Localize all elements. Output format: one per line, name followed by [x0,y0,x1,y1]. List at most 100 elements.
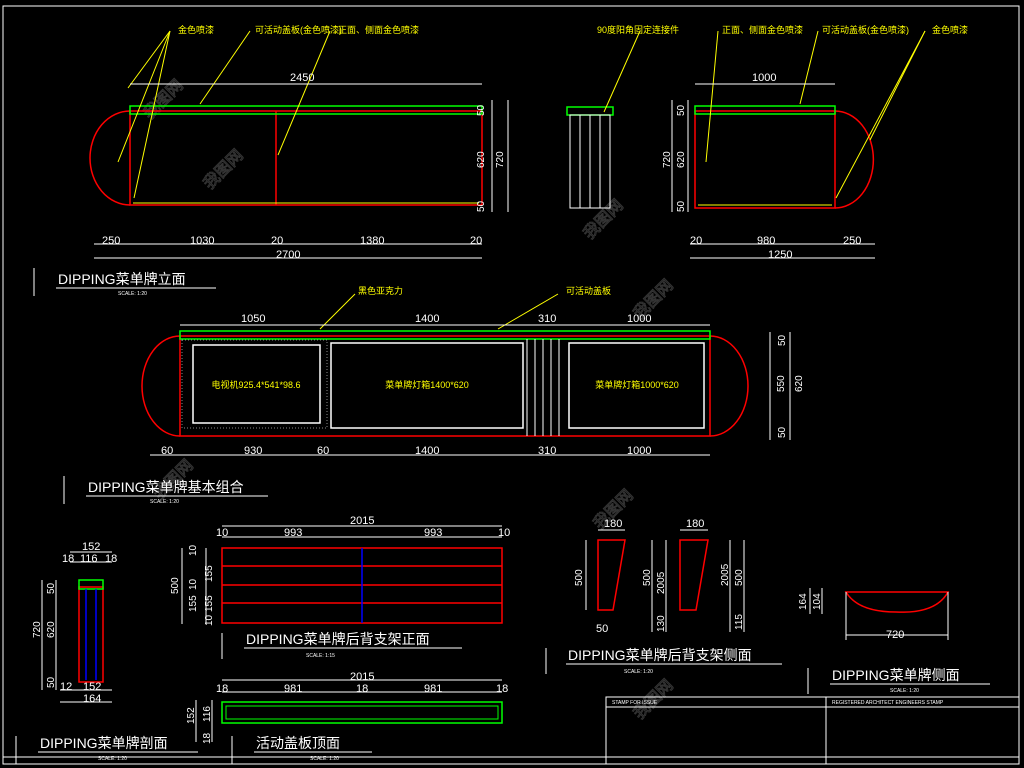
cover-plan-dim-top-3: 18 [356,683,368,695]
back-frame-title: DIPPING菜单牌后背支架正面 [246,631,430,647]
elevation-dim-bottom-2: 1030 [190,235,214,247]
side-dim-left-4: 50 [676,200,687,212]
elevation-dim-bottom-4: 1380 [360,235,384,247]
combination-title: DIPPING菜单牌基本组合 [88,479,244,495]
combination-dim-bottom-4: 1400 [415,445,439,457]
cover-plan-scale: SCALE: 1:20 [310,756,339,762]
elevation-cover-panel [129,105,483,115]
lightbox-1400-label: 菜单牌灯箱1400*620 [385,379,469,390]
elevation-dim-right-2: 620 [476,151,487,168]
board-side-dim-3: 720 [886,629,904,641]
combination-dim-bottom-3: 60 [317,445,329,457]
tv-label: 电视机925.4*541*98.6 [211,379,300,390]
elevation-dim-total: 2700 [276,249,300,261]
connector-note: 90度阳角固定连接件 [597,24,679,35]
elevation-title: DIPPING菜单牌立面 [58,271,186,287]
elevation-note-3: 正面、侧面金色喷漆 [338,24,419,35]
combination-note-2: 可活动盖板 [566,285,611,296]
elevation-dim-right-1: 50 [476,104,487,116]
back-frame-dim-top-2: 993 [284,527,302,539]
cover-plan-dim-top-1: 18 [216,683,228,695]
combination-dim-right-3: 620 [794,375,805,392]
section-dim-left-2: 620 [46,621,57,638]
side-dim-left-1: 720 [662,151,673,168]
section-dim-left-4: 50 [46,676,57,688]
combination-right-cap [709,335,749,437]
title-block: STAMP FOR ISSUE REGISTERED ARCHITECT ENG… [605,696,1020,765]
cover-plan-dim-total: 2015 [350,671,374,683]
frame-side-b-dim-6: 500 [734,569,745,586]
section-dim-bottom-2: 152 [83,681,101,693]
back-frame-scale: SCALE: 1:15 [306,653,335,659]
cover-plan-dim-left-1: 152 [186,707,197,724]
back-frame-dim-left-2: 10 [188,544,199,556]
back-frame-dim-left-7: 10 [204,614,215,626]
svg-text:我图网: 我图网 [200,146,247,193]
frame-side-b-dim-4: 2005 [656,571,667,594]
frame-side-drawing: 180 500 50 180 500 130 2005 2005 500 115… [545,518,782,675]
section-drawing: 152 18 116 18 720 620 50 50 12 152 164 D… [15,541,198,764]
combination-note-1: 黑色亚克力 [358,285,403,296]
elevation-dim-right-3: 720 [495,151,506,168]
cover-plan-outer [221,701,503,724]
elevation-body [129,110,483,206]
menu-lightbox-1000 [568,342,705,429]
combination-drawing: 电视机925.4*541*98.6 菜单牌灯箱1400*620 菜单牌灯箱100… [63,285,805,505]
cover-plan-dim-left-2: 116 [202,706,213,722]
board-side-title: DIPPING菜单牌侧面 [832,667,960,683]
section-dim-top-1: 152 [82,541,100,553]
title-block-right-label: REGISTERED ARCHITECT ENGINEERS STAMP [832,700,944,706]
elevation-scale: SCALE: 1:20 [118,291,147,297]
elevation-dim-bottom-5: 20 [470,235,482,247]
side-right-cap [834,110,875,209]
cover-plan-dim-top-2: 981 [284,683,302,695]
combination-dim-top-4: 1000 [627,313,651,325]
board-side-dim-1: 164 [798,593,809,610]
back-frame-dim-left-5: 10 [188,578,199,590]
cover-plan-dim-top-5: 18 [496,683,508,695]
back-frame-dim-left-4: 155 [204,595,215,612]
cover-plan-title: 活动盖板顶面 [256,735,340,751]
board-side-scale: SCALE: 1:20 [890,688,919,694]
side-dim-total: 1250 [768,249,792,261]
board-side-shape [844,591,950,613]
section-dim-top-4: 18 [105,553,117,565]
side-dim-bottom-1: 20 [690,235,702,247]
elevation-drawing: 金色喷漆 可活动盖板(金色喷漆) 正面、侧面金色喷漆 2450 250 1030… [33,24,509,297]
side-body [694,110,836,209]
frame-side-b [679,539,709,611]
section-dim-bottom-3: 164 [83,693,101,705]
frame-side-b-dim-2: 500 [642,569,653,586]
back-frame-dim-left-1: 500 [170,577,181,594]
combination-dim-bottom-1: 60 [161,445,173,457]
elevation-dim-bottom-3: 20 [271,235,283,247]
side-dim-bottom-2: 980 [757,235,775,247]
side-dim-left-2: 620 [676,151,687,168]
frame-side-b-dim-3: 130 [656,615,667,632]
side-dim-left-3: 50 [676,104,687,116]
combination-dim-top-1: 1050 [241,313,265,325]
lightbox-1000-label: 菜单牌灯箱1000*620 [595,379,679,390]
section-dim-bottom-1: 12 [60,681,72,693]
elevation-note-1: 金色喷漆 [178,24,214,35]
section-dim-top-2: 18 [62,553,74,565]
drawing-border [2,5,1020,765]
frame-side-a [597,539,626,611]
side-elevation-drawing: 正面、侧面金色喷漆 可活动盖板(金色喷漆) 金色喷漆 1000 720 620 … [662,24,968,261]
elevation-dim-bottom-1: 250 [102,235,120,247]
side-dim-top: 1000 [752,72,776,84]
frame-side-a-dim-1: 180 [604,518,622,530]
svg-text:我图网: 我图网 [580,196,627,243]
frame-side-a-dim-2: 500 [574,569,585,586]
section-dim-left-1: 720 [32,621,43,638]
combination-dim-right-2: 550 [776,375,787,392]
connector-drawing: 90度阳角固定连接件 [566,24,679,209]
combination-cover-panel [179,330,711,340]
svg-text:我图网: 我图网 [140,76,187,123]
elevation-left-cap [89,110,131,206]
cover-plan-inner [225,705,499,720]
section-cover [78,579,104,590]
combination-dim-top-3: 310 [538,313,556,325]
tv-panel [192,344,321,424]
